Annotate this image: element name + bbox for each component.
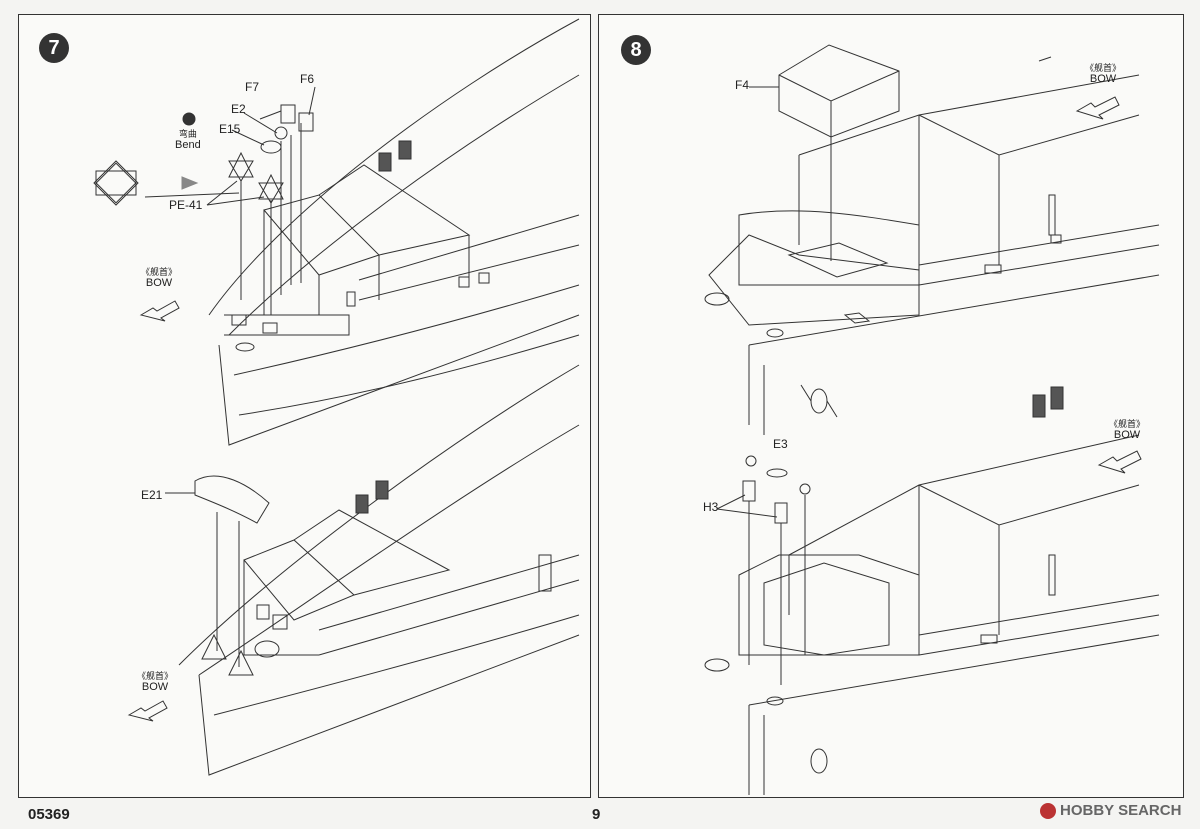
part-e2-label: E2 [231,102,246,116]
part-h3-label: H3 [703,500,719,514]
watermark: HOBBY SEARCH [1040,802,1181,819]
bow-en: BOW [1113,429,1141,442]
step-7-badge: 7 [39,33,69,63]
part-e15-label: E15 [219,122,241,136]
bow-cn: 《舰首》 [137,671,174,681]
part-f7-label: F7 [245,80,260,94]
bow-en: BOW [141,681,169,694]
step-8-panel: 8 [598,14,1184,798]
bow-indicator-top: 《舰首》 BOW [1085,63,1121,86]
bend-en: Bend [175,139,201,152]
watermark-text: HOBBY SEARCH [1060,802,1182,819]
part-f6-label: F6 [300,72,315,86]
bow-indicator-bottom: 《舰首》 BOW [1109,419,1145,442]
step-7-drawing [93,18,580,776]
bow-en: BOW [1089,73,1117,86]
bow-indicator-bottom: 《舰首》 BOW [137,671,173,694]
step-8-badge: 8 [621,35,651,65]
part-pe41-label: PE-41 [169,198,203,212]
bow-en: BOW [145,277,173,290]
bow-indicator-top: 《舰首》 BOW [141,267,177,290]
product-code: 05369 [28,806,70,823]
bend-note: 弯曲 Bend [175,129,201,152]
watermark-logo-icon [1040,802,1056,819]
bow-cn: 《舰首》 [1109,419,1146,429]
page-number: 9 [592,806,601,823]
step-7-panel: 7 [18,14,591,798]
bow-cn: 《舰首》 [1085,63,1122,73]
bow-cn: 《舰首》 [141,267,178,277]
part-e21-label: E21 [141,488,163,502]
step-8-drawing [704,44,1160,795]
part-e3-label: E3 [773,437,788,451]
part-f4-label: F4 [735,78,750,92]
bend-cn: 弯曲 [178,129,197,139]
